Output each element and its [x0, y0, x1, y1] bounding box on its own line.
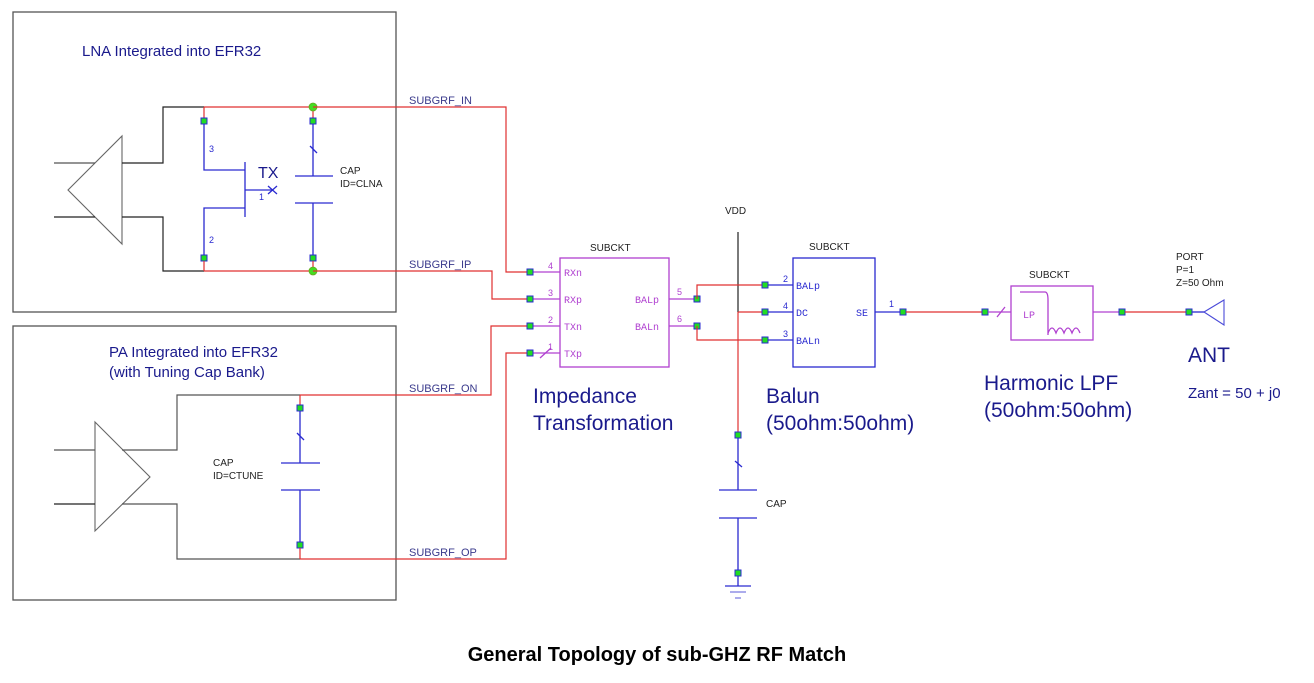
node-marker: [309, 117, 317, 125]
net-wires: SUBGRF_IN SUBGRF_IP SUBGRF_ON SUBGRF_OP: [300, 95, 530, 560]
impedance-label-line2: Transformation: [533, 412, 673, 435]
node-marker: [526, 322, 534, 330]
pin-number: 3: [209, 144, 214, 154]
pin-number: 4: [783, 301, 788, 311]
subckt-header: SUBCKT: [809, 242, 850, 253]
node-marker: [200, 117, 208, 125]
antenna-port: PORT P=1 Z=50 Ohm ANT Zant = 50 + j0: [1176, 252, 1281, 402]
capacitor-ctune: CAP ID=CTUNE: [213, 395, 320, 559]
pin-number: 2: [548, 315, 553, 325]
lna-block-border: [12, 11, 397, 313]
pin-name: BALn: [635, 323, 659, 334]
pin-number: 5: [677, 287, 682, 297]
pa-block-subtitle: (with Tuning Cap Bank): [109, 364, 265, 381]
lpf-inner-label: LP: [1023, 311, 1035, 322]
impedance-transformation-subckt: SUBCKT 4 3 2 1 RXn RXp TXn TXp 5 6 BALp …: [526, 243, 701, 435]
impedance-label: Impedance: [533, 385, 637, 408]
node-marker: [200, 254, 208, 262]
pin-number: 1: [889, 299, 894, 309]
pin-name: BALn: [796, 337, 820, 348]
cap-type-label: CAP: [766, 499, 787, 510]
net-label-subgrf-on: SUBGRF_ON: [409, 383, 478, 395]
tx-switch: 3 2 1 TX: [200, 107, 279, 271]
cap-id-label: ID=CTUNE: [213, 471, 264, 482]
pa-block-title: PA Integrated into EFR32: [109, 344, 278, 361]
node-marker: [296, 541, 304, 549]
figure-caption: General Topology of sub-GHZ RF Match: [467, 644, 847, 666]
tx-switch-label: TX: [258, 165, 279, 182]
pin-number: 1: [548, 342, 553, 352]
node-marker: [734, 431, 742, 439]
node-marker: [526, 268, 534, 276]
lna-block: LNA Integrated into EFR32 3 2 1 TX: [12, 11, 397, 313]
vdd-label: VDD: [725, 206, 746, 217]
node-marker: [761, 336, 769, 344]
subckt-box: [559, 257, 670, 368]
capacitor-clna: CAP ID=CLNA: [295, 102, 383, 276]
lpf-label: Harmonic LPF: [984, 372, 1118, 395]
node-marker: [734, 569, 742, 577]
pin-number: 6: [677, 314, 682, 324]
pin-number: 2: [783, 274, 788, 284]
pin-number: 3: [783, 329, 788, 339]
capacitor-vdd-bypass: CAP: [719, 431, 787, 599]
pa-amplifier-icon: [54, 394, 300, 560]
pin-number: 4: [548, 261, 553, 271]
pin-name: DC: [796, 309, 808, 320]
pa-block: PA Integrated into EFR32 (with Tuning Ca…: [12, 325, 397, 601]
pin-number: 1: [259, 192, 264, 202]
no-connect-icon: [267, 185, 278, 195]
ground-icon: [725, 576, 751, 599]
port-label: PORT: [1176, 252, 1204, 263]
pin-name: RXp: [564, 296, 582, 307]
pa-block-border: [12, 325, 397, 601]
cap-id-label: ID=CLNA: [340, 179, 383, 190]
node-marker: [526, 295, 534, 303]
vdd-rail: VDD: [696, 206, 765, 432]
lpf-label-line2: (50ohm:50ohm): [984, 399, 1132, 422]
port-icon: [1203, 299, 1225, 327]
cap-type-label: CAP: [340, 166, 361, 177]
lna-amplifier-icon: [54, 106, 204, 272]
pin-number: 2: [209, 235, 214, 245]
pin-name: SE: [856, 309, 868, 320]
pin-name: BALp: [635, 296, 659, 307]
net-label-subgrf-ip: SUBGRF_IP: [409, 259, 471, 271]
net-label-subgrf-in: SUBGRF_IN: [409, 95, 472, 107]
ant-label: ANT: [1188, 344, 1230, 367]
port-impedance: Z=50 Ohm: [1176, 278, 1224, 289]
node-marker: [761, 308, 769, 316]
subckt-header: SUBCKT: [590, 243, 631, 254]
port-number: P=1: [1176, 265, 1195, 276]
harmonic-lpf-subckt: SUBCKT LP Harmonic LPF (50ohm:50ohm): [981, 270, 1132, 422]
node-marker: [309, 254, 317, 262]
cap-type-label: CAP: [213, 458, 234, 469]
net-label-subgrf-op: SUBGRF_OP: [409, 547, 477, 559]
node-marker: [526, 349, 534, 357]
node-marker: [1118, 308, 1126, 316]
balun-label: Balun: [766, 385, 820, 408]
node-marker: [296, 404, 304, 412]
pin-name: TXp: [564, 350, 582, 361]
lna-block-title: LNA Integrated into EFR32: [82, 43, 261, 60]
node-marker: [981, 308, 989, 316]
subckt-box: [1010, 285, 1094, 341]
pin-name: TXn: [564, 323, 582, 334]
lowpass-response-icon: [1020, 291, 1049, 335]
balun-subckt: SUBCKT 2 4 3 BALp DC BALn 1 SE Balun (50…: [761, 242, 914, 435]
subckt-header: SUBCKT: [1029, 270, 1070, 281]
balun-label-line2: (50ohm:50ohm): [766, 412, 914, 435]
node-marker: [1185, 308, 1193, 316]
ant-impedance-label: Zant = 50 + j0: [1188, 385, 1281, 402]
pin-name: BALp: [796, 282, 820, 293]
pin-number: 3: [548, 288, 553, 298]
node-marker: [899, 308, 907, 316]
pin-name: RXn: [564, 269, 582, 280]
node-marker: [761, 281, 769, 289]
